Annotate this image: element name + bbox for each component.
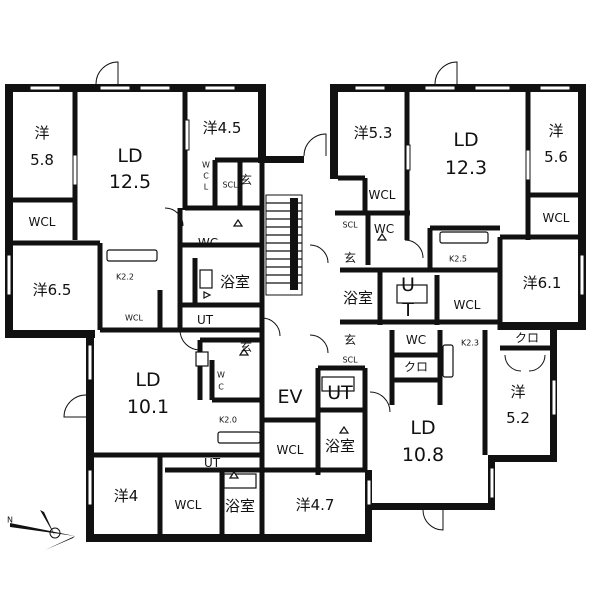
kitchen-label: K2.2 <box>116 273 134 282</box>
room-label: LD <box>117 145 142 167</box>
core: EV <box>277 386 302 408</box>
room-size: 12.5 <box>109 171 151 193</box>
staircase <box>265 194 303 296</box>
entrance-label: 玄 <box>240 339 252 354</box>
utility-label: UT <box>197 313 214 327</box>
kitchen-label: K2.5 <box>449 255 467 264</box>
shoe-closet-label: SCL <box>342 221 358 230</box>
fixtures <box>106 218 489 489</box>
room-label: 洋4 <box>114 487 139 505</box>
closet-label: WCL <box>175 498 202 512</box>
room-label: LD <box>135 369 160 391</box>
closet-label: WCL <box>454 298 481 312</box>
toilet-label: WC <box>374 222 394 236</box>
room-label: 洋 <box>510 383 525 401</box>
unit-bottom-right: 玄 SCL WC クロ K2.3 クロ 洋 5.2 UT 浴室 LD 10.8 … <box>277 331 539 514</box>
unit-top-right: 洋5.3 LD 12.3 洋 5.6 WCL WCL SCL WC 玄 K2.5… <box>342 122 569 321</box>
windows <box>6 85 585 506</box>
room-size: 5.2 <box>506 409 530 427</box>
room-label: 洋6.5 <box>33 281 72 299</box>
entrance-label: 玄 <box>240 172 252 187</box>
room-size: 10.1 <box>127 396 169 418</box>
elevator-label: EV <box>277 386 302 408</box>
room-label: LD <box>453 129 478 151</box>
room-label: 洋 <box>548 122 563 140</box>
closet-label-char: C <box>203 172 209 181</box>
room-label: 洋 <box>34 124 49 142</box>
closet-label: WCL <box>277 443 304 457</box>
toilet-label: WC <box>198 236 218 250</box>
room-size: 5.6 <box>544 148 568 166</box>
bathroom-label: 浴室 <box>343 289 373 307</box>
room-size: 5.8 <box>30 151 54 169</box>
room-label: 洋6.1 <box>523 274 562 292</box>
closet-label: WCL <box>543 211 570 225</box>
room-label: 洋4.7 <box>296 496 335 514</box>
shoe-closet-label: SCL <box>342 356 358 365</box>
compass-north-label: N <box>7 516 13 525</box>
room-size: 10.8 <box>402 444 444 466</box>
closet-label: WCL <box>29 215 56 229</box>
room-size: 12.3 <box>445 157 487 179</box>
compass: N <box>7 510 75 550</box>
closet-label: クロ <box>404 360 428 374</box>
utility-label: UT <box>327 382 353 404</box>
bathroom-label: 浴室 <box>225 497 255 515</box>
entrance-label: 玄 <box>344 332 356 347</box>
toilet-label: WC <box>406 333 426 347</box>
room-label: 洋4.5 <box>203 119 242 137</box>
toilet-label-char: C <box>218 383 224 392</box>
utility-label-t: T <box>401 299 414 321</box>
toilet-label-char: W <box>217 371 225 380</box>
unit-bottom-left: LD 10.1 玄 W C K2.0 UT 洋4 WCL 浴室 <box>114 339 255 515</box>
door-swings <box>63 61 546 531</box>
closet-label-char: W <box>202 161 210 170</box>
unit-top-left: 洋 5.8 LD 12.5 洋4.5 W C L WCL 洋6.5 K2.2 W… <box>29 119 252 327</box>
room-label: 洋5.3 <box>354 124 393 142</box>
utility-label-u: U <box>401 274 415 296</box>
kitchen-label: K2.0 <box>219 416 237 425</box>
room-label: LD <box>410 417 435 439</box>
closet-label-char: L <box>204 183 209 192</box>
kitchen-label: K2.3 <box>461 339 479 348</box>
interior-walls <box>13 92 582 534</box>
closet-label: WCL <box>369 188 396 202</box>
closet-label: クロ <box>515 331 539 345</box>
utility-label: UT <box>204 456 221 470</box>
shoe-closet-label: SCL <box>222 181 238 190</box>
entrance-label: 玄 <box>344 250 356 265</box>
bathroom-label: 浴室 <box>220 273 250 291</box>
closet-label: WCL <box>125 314 143 323</box>
bathroom-label: 浴室 <box>325 437 355 455</box>
